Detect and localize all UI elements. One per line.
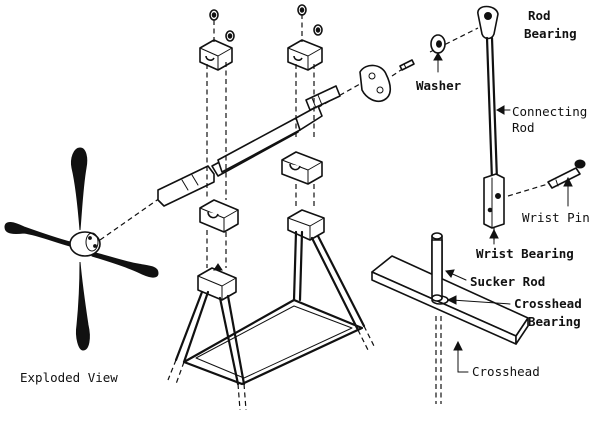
wrist-bearing xyxy=(483,173,505,240)
bearing-stack-left xyxy=(197,9,239,301)
label-crosshead-bearing-line2: Bearing xyxy=(528,314,581,329)
label-crosshead: Crosshead xyxy=(472,364,540,379)
label-wrist-bearing: Wrist Bearing xyxy=(476,246,574,261)
label-rod-bearing-line1: Rod xyxy=(528,8,551,23)
label-rod-bearing-line2: Bearing xyxy=(524,26,577,41)
crank-shaft xyxy=(157,85,341,207)
label-washer: Washer xyxy=(416,78,462,93)
connecting-rod xyxy=(477,5,499,182)
leader-lines xyxy=(445,105,573,373)
crosshead-plate xyxy=(371,239,529,345)
labels: Rod Bearing Washer Connecting Rod Wrist … xyxy=(20,8,590,385)
blade-right xyxy=(91,251,159,278)
rotor-hub-face xyxy=(85,232,99,252)
label-connecting-rod-line1: Connecting xyxy=(512,104,587,119)
label-connecting-rod-line2: Rod xyxy=(512,120,535,135)
label-exploded-view: Exploded View xyxy=(20,370,118,385)
label-wrist-pin: Wrist Pin xyxy=(522,210,590,225)
label-sucker-rod: Sucker Rod xyxy=(470,274,545,289)
blade-bottom xyxy=(76,261,90,351)
wrist-pin xyxy=(507,159,586,197)
crank-disc xyxy=(359,64,392,103)
blade-left xyxy=(4,222,71,247)
support-frame xyxy=(167,230,375,411)
rotor-assembly xyxy=(4,147,159,351)
rotor-hub xyxy=(69,231,101,257)
crank-pin xyxy=(399,59,415,71)
washer xyxy=(430,34,446,73)
blade-top xyxy=(71,147,88,231)
label-crosshead-bearing-line1: Crosshead xyxy=(514,296,582,311)
